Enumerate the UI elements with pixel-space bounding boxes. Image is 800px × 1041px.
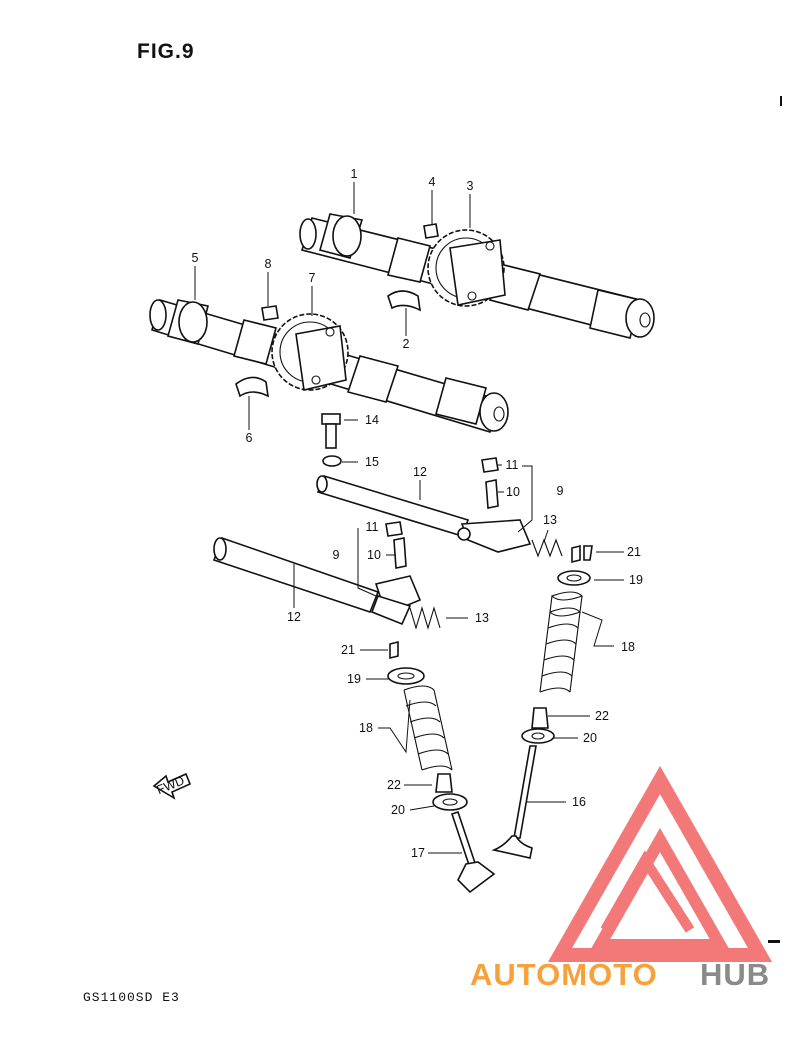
- valve-spring-18-right: [539, 591, 584, 693]
- edge-mark: [780, 96, 782, 106]
- valve-cotters-21-right: [571, 544, 593, 564]
- valve-seal-22-left: [435, 773, 453, 793]
- callout-22-right: 22: [595, 709, 609, 723]
- callout-12-upper: 12: [413, 465, 427, 479]
- callout-13-upper: 13: [543, 513, 557, 527]
- cam-bearing-clip-6: [235, 376, 270, 398]
- rocker-shaft-lower: [212, 536, 380, 613]
- intake-valve-17: [450, 810, 496, 894]
- watermark-text-hub: HUB: [700, 957, 770, 992]
- callout-11-upper: 11: [506, 458, 519, 472]
- watermark-letter-a: [600, 850, 695, 933]
- adjuster-screw-10: [393, 479, 499, 569]
- callout-9-upper: 9: [557, 484, 564, 498]
- callout-15: 15: [365, 455, 379, 469]
- callout-13-lower: 13: [475, 611, 489, 625]
- callout-20-left: 20: [391, 803, 405, 817]
- callout-21-left: 21: [341, 643, 355, 657]
- spring-retainer-19-left: [387, 667, 425, 685]
- washer-15: [322, 455, 342, 467]
- cam-bearing-clip-2: [387, 290, 422, 312]
- model-code: GS1100SD E3: [83, 990, 180, 1005]
- watermark-triangle-outer: [547, 765, 773, 962]
- bolt-14: [321, 413, 341, 449]
- callout-labels: 1 2 3 4 5 6 7 8 9 9 10 10 11 11 12 12 13…: [192, 167, 643, 860]
- forward-arrow: FWD: [152, 772, 192, 800]
- rocker-spring-upper: [531, 538, 563, 558]
- sprocket-bolt-4: [423, 223, 439, 239]
- spring-retainer-19-right: [557, 570, 591, 586]
- valve-spring-18-left: [403, 685, 453, 771]
- callout-16: 16: [572, 795, 586, 809]
- callout-4: 4: [429, 175, 436, 189]
- callout-22-left: 22: [387, 778, 401, 792]
- callout-6: 6: [246, 431, 253, 445]
- callout-7: 7: [309, 271, 316, 285]
- callout-2: 2: [403, 337, 410, 351]
- callout-18-left: 18: [359, 721, 373, 735]
- rocker-arm-upper: [457, 519, 532, 553]
- locknut-11: [385, 457, 499, 537]
- callout-8: 8: [265, 257, 272, 271]
- spring-seat-20-left: [432, 793, 468, 811]
- callout-11-lower: 11: [366, 520, 379, 534]
- callout-3: 3: [467, 179, 474, 193]
- callout-1: 1: [351, 167, 358, 181]
- spring-seat-20-right: [521, 728, 555, 744]
- watermark-text-automoto: AUTOMOTO: [470, 957, 658, 992]
- callout-5: 5: [192, 251, 199, 265]
- dash-mark: [768, 940, 780, 943]
- callout-18-right: 18: [621, 640, 635, 654]
- rocker-arm-lower: [370, 575, 422, 626]
- exhaust-camshaft-sprocket: [427, 229, 506, 307]
- watermark-logo: [547, 765, 773, 962]
- sprocket-bolt-8: [261, 305, 279, 321]
- callout-21-right: 21: [627, 545, 641, 559]
- rocker-spring-lower: [409, 606, 441, 630]
- valve-seal-22-right: [531, 707, 549, 729]
- callout-19-left: 19: [347, 672, 361, 686]
- callout-9-lower: 9: [333, 548, 340, 562]
- callout-19-right: 19: [629, 573, 643, 587]
- intake-camshaft-sprocket: [271, 313, 349, 391]
- callout-10-lower: 10: [367, 548, 381, 562]
- valve-cotters-21-left: [389, 640, 399, 660]
- figure-title: FIG.9: [137, 40, 195, 63]
- callout-14: 14: [365, 413, 379, 427]
- leader-lines: [194, 182, 624, 854]
- exhaust-valve-16: [491, 745, 537, 859]
- callout-17: 17: [411, 846, 425, 860]
- callout-10-upper: 10: [506, 485, 520, 499]
- callout-20-right: 20: [583, 731, 597, 745]
- callout-12-lower: 12: [287, 610, 301, 624]
